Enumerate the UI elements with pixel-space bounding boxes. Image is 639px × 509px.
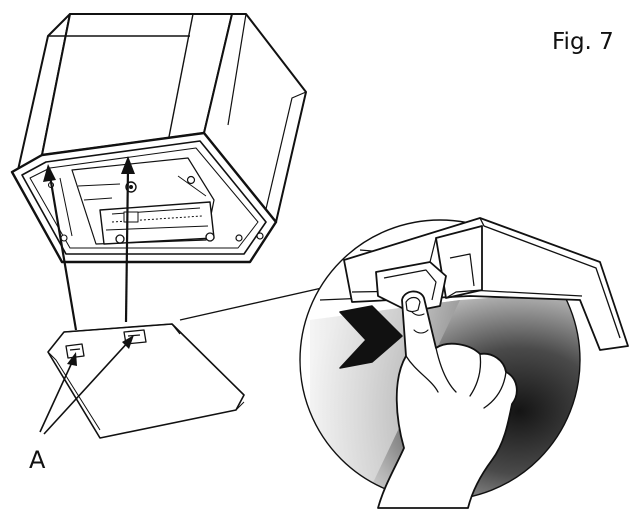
housing-right-face — [203, 13, 307, 223]
hand-palm-and-fingers — [377, 290, 518, 509]
insertion-arrow-right — [124, 167, 130, 323]
detail-latch-bracket — [375, 225, 483, 313]
housing-unit — [10, 13, 307, 264]
callout-label-a: A — [29, 446, 46, 474]
hand-illustration — [377, 290, 518, 509]
insertion-arrows — [43, 156, 135, 331]
callout-a-leaders — [39, 335, 134, 435]
cover-panel — [47, 323, 245, 439]
cover-panel-outline — [47, 323, 245, 439]
figure-label: Fig. 7 — [552, 29, 614, 55]
insertion-arrow-left — [48, 175, 78, 331]
push-direction-arrow — [339, 305, 403, 369]
detail-leader-line — [179, 282, 345, 321]
latch-tab-left — [65, 343, 85, 359]
